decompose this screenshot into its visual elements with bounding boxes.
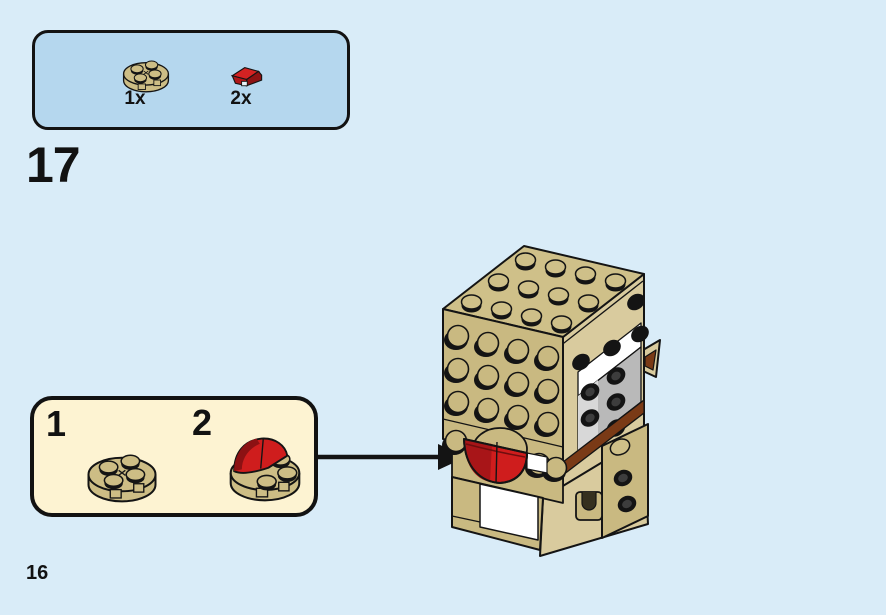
- model-head-side: [562, 273, 649, 498]
- parts-panel: [32, 30, 350, 130]
- step-number: 17: [26, 137, 81, 193]
- model-head-top: [442, 245, 645, 344]
- plate-studs: [98, 454, 146, 490]
- part-count-label: 1x: [124, 88, 146, 109]
- callout-step-1-label: 1: [46, 403, 67, 444]
- red-dome: [233, 437, 289, 474]
- part-count-label: 2x: [230, 88, 252, 109]
- callout-step-2-label: 2: [192, 402, 213, 443]
- model-arm: [601, 423, 649, 539]
- red-slope-icon: [230, 67, 263, 87]
- top-studs: [460, 252, 627, 334]
- plate-studs: [130, 60, 162, 84]
- model-chest-panel: [479, 483, 539, 541]
- model-leg-clip: [575, 491, 603, 521]
- step1-round-plate-icon: [87, 454, 157, 503]
- page-number: 16: [26, 562, 49, 584]
- round-plate-icon: [122, 60, 170, 93]
- model-body-side: [539, 423, 649, 557]
- model-head-front: [442, 308, 564, 468]
- step2-assembly-icon: [229, 437, 301, 502]
- model-body-front: [451, 476, 544, 551]
- model-illustration: [442, 245, 661, 557]
- model-ear-tip: [642, 339, 661, 378]
- model-tongue: [463, 438, 528, 484]
- front-studs: [444, 324, 560, 437]
